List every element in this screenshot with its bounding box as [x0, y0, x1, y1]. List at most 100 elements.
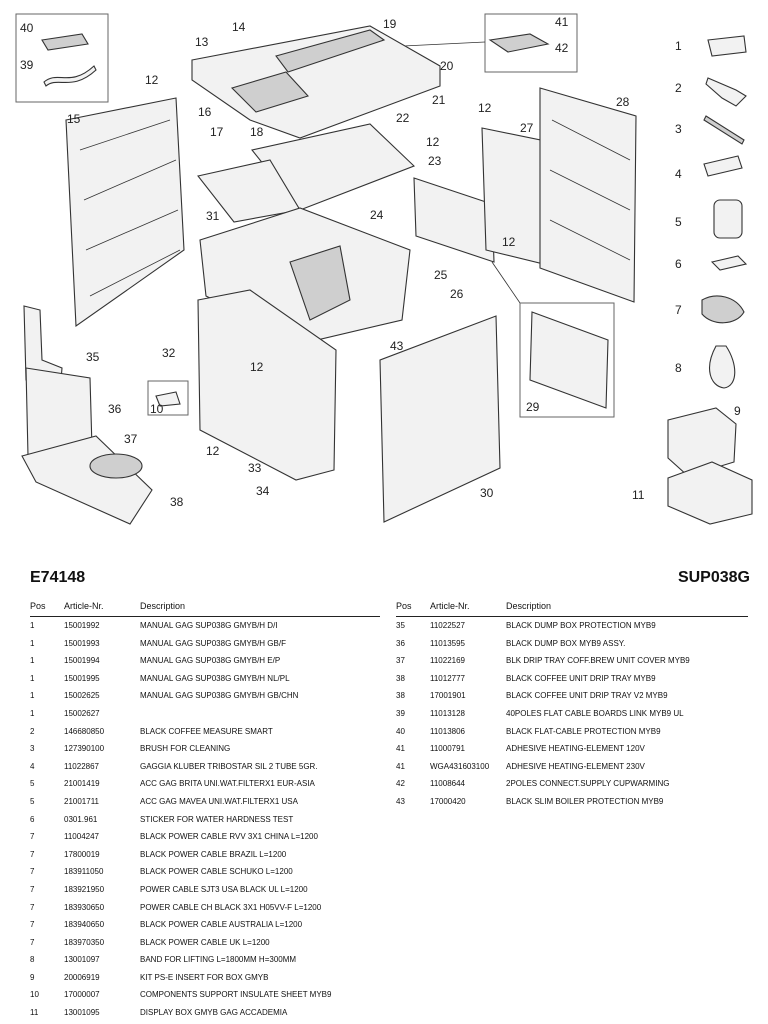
- callout-13: 13: [195, 35, 209, 49]
- callout-8: 8: [675, 361, 682, 375]
- cell-article: 146680850: [64, 726, 105, 736]
- col-description: Description: [140, 601, 186, 611]
- cell-description: DISPLAY BOX GMYB GAG ACCADEMIA: [140, 1008, 288, 1018]
- cell-article: 11013806: [430, 726, 465, 736]
- cell-description: BLACK POWER CABLE BRAZIL L=1200: [140, 849, 287, 859]
- cell-description: BRUSH FOR CLEANING: [140, 744, 231, 754]
- callout-40: 40: [20, 21, 34, 35]
- cell-article: 13001095: [64, 1008, 100, 1018]
- cell-article: 0301.961: [64, 814, 98, 824]
- cell-article: 15001994: [64, 656, 100, 666]
- callout-6: 6: [675, 257, 682, 271]
- cell-article: 17800019: [64, 849, 100, 859]
- callout-4: 4: [675, 167, 682, 181]
- part-cleaning-brush: [703, 115, 745, 145]
- callout-2: 2: [675, 81, 682, 95]
- callout-12f: 12: [206, 444, 220, 458]
- callout-31: 31: [206, 209, 220, 223]
- callout-18: 18: [250, 125, 264, 139]
- inset-frame-flat-cable: [15, 13, 109, 103]
- callout-16: 16: [198, 105, 212, 119]
- cell-pos: 7: [30, 937, 35, 947]
- cell-article: 15002625: [64, 691, 100, 701]
- cell-pos: 10: [30, 990, 39, 1000]
- col-article: Article-Nr.: [430, 601, 470, 611]
- cell-description: BAND FOR LIFTING L=1800MM H=300MM: [140, 955, 297, 965]
- cell-description: KIT PS-E INSERT FOR BOX GMYB: [140, 972, 269, 982]
- cell-article: 11013128: [430, 708, 465, 718]
- part-grease-tube: [703, 155, 743, 177]
- cell-pos: 1: [30, 621, 35, 630]
- cell-description: BLACK DUMP BOX MYB9 ASSY.: [506, 638, 626, 648]
- cell-pos: 42: [396, 779, 405, 789]
- part-drip-tray: [21, 435, 153, 525]
- part-drip-tray-cover: [89, 453, 143, 479]
- callout-14: 14: [232, 20, 246, 34]
- cell-article: 11008644: [430, 779, 465, 789]
- cell-article: WGA431603100: [430, 761, 490, 771]
- callout-22: 22: [396, 111, 410, 125]
- callout-19: 19: [383, 17, 397, 31]
- cell-pos: 3: [30, 744, 35, 754]
- exploded-parts-diagram: 1 2 3 4 5 6 7 8 9 10 11 12 12 12 12 12 1…: [15, 13, 753, 525]
- cell-article: 15001993: [64, 638, 100, 648]
- part-right-side-panel: [539, 87, 637, 303]
- cell-article: 17001901: [430, 691, 466, 701]
- callout-20: 20: [440, 59, 454, 73]
- part-water-filter: [713, 199, 743, 239]
- inset-frame-boiler-protection: [519, 302, 615, 418]
- callout-42: 42: [555, 41, 569, 55]
- cell-description: ACC GAG BRITA UNI.WAT.FILTERX1 EUR-ASIA: [140, 779, 315, 789]
- callout-26: 26: [450, 287, 464, 301]
- cell-pos: 2: [30, 726, 35, 736]
- cell-description: 2POLES CONNECT.SUPPLY CUPWARMING: [506, 779, 670, 789]
- cell-description: 40POLES FLAT CABLE BOARDS LINK MYB9 UL: [506, 708, 684, 718]
- cell-pos: 36: [396, 638, 405, 648]
- cell-pos: 7: [30, 920, 35, 930]
- part-right-front-panel: [379, 315, 501, 523]
- callout-15: 15: [67, 112, 81, 126]
- callout-27: 27: [520, 121, 534, 135]
- callout-5: 5: [675, 215, 682, 229]
- cell-article: 183911050: [64, 867, 104, 877]
- part-cup-grid-small: [230, 71, 309, 113]
- cell-description: BLACK DUMP BOX PROTECTION MYB9: [506, 621, 656, 630]
- callout-21: 21: [432, 93, 446, 107]
- cell-article: 21001711: [64, 796, 99, 806]
- cell-pos: 40: [396, 726, 405, 736]
- callout-25: 25: [434, 268, 448, 282]
- cell-pos: 41: [396, 761, 405, 771]
- inset-frame-heating-element: [484, 13, 578, 73]
- part-left-side-panel: [65, 97, 185, 328]
- cell-article: 13001097: [64, 955, 100, 965]
- cell-pos: 4: [30, 761, 35, 771]
- cell-pos: 8: [30, 955, 35, 965]
- part-coffee-measure: [705, 77, 747, 107]
- cell-description: [140, 705, 380, 723]
- part-ps-e-insert: [667, 407, 737, 477]
- callout-12b: 12: [478, 101, 492, 115]
- cell-description: BLACK POWER CABLE SCHUKO L=1200: [140, 867, 293, 877]
- callout-12d: 12: [502, 235, 516, 249]
- callout-29: 29: [526, 400, 540, 414]
- cell-pos: 1: [30, 708, 35, 718]
- cell-article: 11004247: [64, 832, 99, 842]
- part-cup-grid: [275, 29, 386, 73]
- callout-10: 10: [150, 402, 164, 416]
- part-brew-chamber: [289, 245, 351, 321]
- cell-description: GAGGIA KLUBER TRIBOSTAR SIL 2 TUBE 5GR.: [140, 761, 318, 771]
- cell-description: MANUAL GAG SUP038G GMYB/H GB/F: [140, 638, 286, 648]
- col-pos: Pos: [30, 601, 46, 611]
